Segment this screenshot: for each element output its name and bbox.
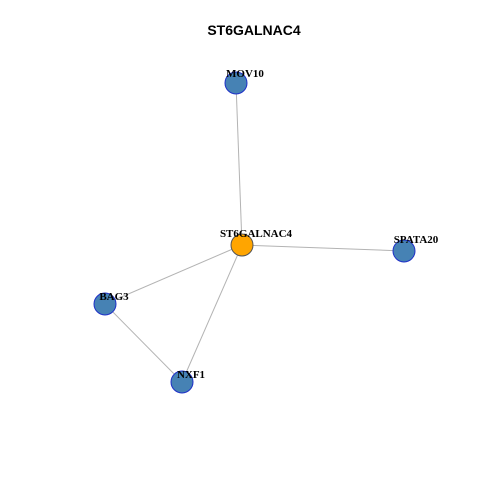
node-label-nxf1: NXF1	[177, 369, 205, 381]
node-label-spata20: SPATA20	[394, 234, 439, 246]
node-label-st6galnac4: ST6GALNAC4	[220, 228, 293, 240]
node-spata20	[392, 239, 416, 263]
edge-st6galnac4-mov10	[235, 82, 243, 246]
nodes-layer	[93, 71, 416, 394]
edges-layer	[104, 82, 405, 383]
edge-bag3-nxf1	[104, 303, 183, 383]
node-st6galnac4	[230, 233, 254, 257]
edge-st6galnac4-spata20	[241, 244, 405, 252]
graph-title: ST6GALNAC4	[207, 22, 301, 38]
node-mov10	[224, 71, 248, 95]
edge-st6galnac4-nxf1	[181, 244, 243, 383]
node-bag3	[93, 292, 117, 316]
node-nxf1	[170, 370, 194, 394]
edge-st6galnac4-bag3	[104, 244, 243, 305]
node-label-bag3: BAG3	[99, 291, 129, 303]
node-label-mov10: MOV10	[226, 68, 264, 80]
